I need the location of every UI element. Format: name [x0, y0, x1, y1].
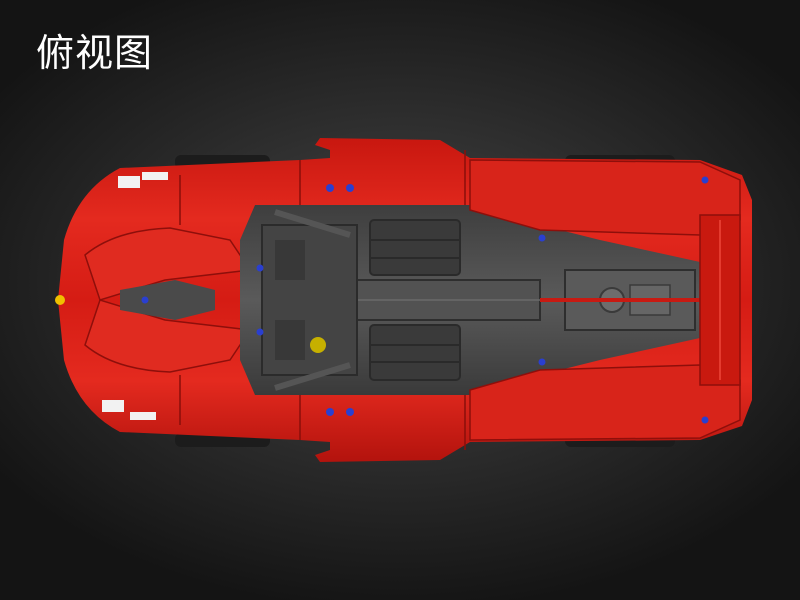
front-left-light	[118, 176, 140, 188]
hood-left-panel	[84, 227, 252, 301]
front-right-light	[102, 400, 124, 412]
roll-bar-rear	[274, 362, 351, 391]
front-left-light-2	[142, 172, 168, 180]
seat-left	[369, 219, 461, 276]
blue-pins	[141, 176, 709, 424]
panel-seams	[179, 150, 466, 450]
front-right-light-2	[130, 412, 156, 420]
hood-right-panel	[84, 299, 252, 373]
hood-center-dark	[120, 280, 215, 320]
seat-right	[369, 324, 461, 381]
roll-bar-front	[274, 209, 351, 238]
steering-hub	[310, 337, 326, 353]
view-caption: 俯视图	[36, 31, 154, 75]
hood-emblem	[55, 295, 65, 305]
